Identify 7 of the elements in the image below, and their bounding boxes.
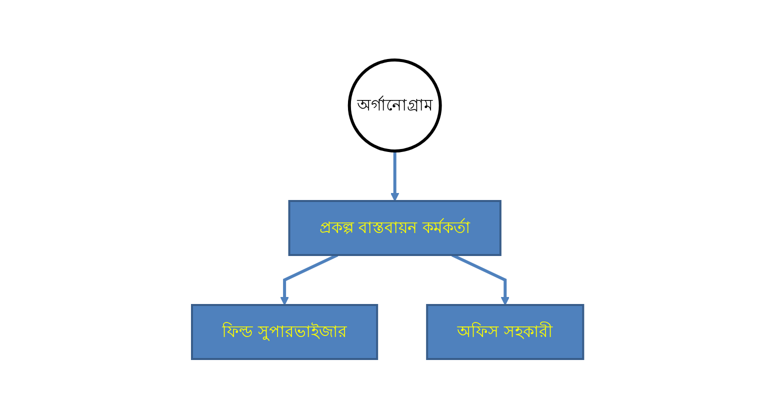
node-circle: অর্গানোগ্রাম	[348, 58, 442, 152]
node-box: প্রকল্প বাস্তবায়ন কর্মকর্তা	[288, 200, 502, 256]
arrow	[280, 253, 338, 305]
node-box: ফিল্ড সুপারভাইজার	[190, 304, 378, 360]
node-box: অফিস সহকারী	[426, 304, 584, 360]
arrow	[451, 253, 510, 305]
arrow	[390, 150, 400, 201]
